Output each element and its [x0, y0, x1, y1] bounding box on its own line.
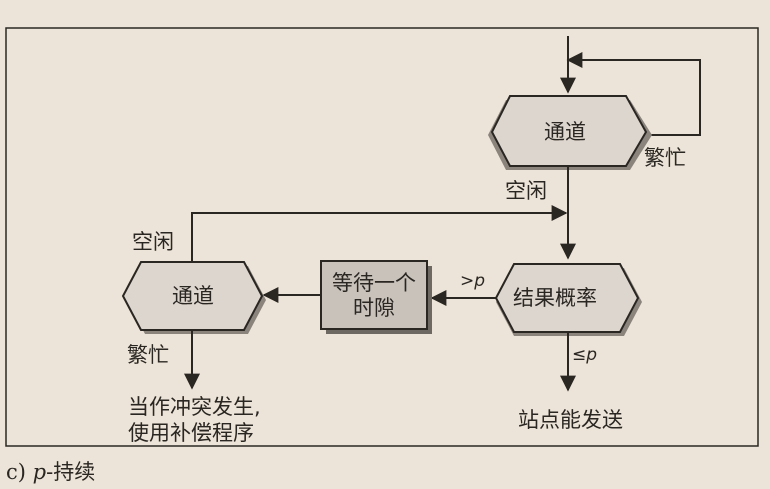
idle-top-label: 空闲 — [505, 179, 547, 203]
gt-p-label: >p — [460, 271, 486, 291]
diagram-frame — [5, 27, 759, 447]
caption-variable: p — [32, 460, 47, 484]
busy-left-label: 繁忙 — [127, 343, 169, 367]
collision-line2: 使用补偿程序 — [128, 421, 254, 445]
channel-left-label: 通道 — [172, 284, 214, 308]
idle-left-label: 空闲 — [132, 230, 174, 254]
busy-top-label: 繁忙 — [644, 146, 686, 170]
wait-slot-box — [320, 260, 428, 330]
idle-left-return — [191, 212, 566, 270]
le-p-label: ≤p — [572, 345, 598, 365]
channel-top-hexagon — [490, 95, 648, 167]
caption-prefix: c) — [6, 460, 26, 484]
wait-slot-line2: 时隙 — [353, 296, 395, 320]
busy-loop-arrow — [566, 52, 701, 136]
channel-top-label: 通道 — [544, 120, 586, 144]
collision-line1: 当作冲突发生, — [128, 395, 261, 419]
caption-suffix: -持续 — [46, 460, 96, 484]
station-send-label: 站点能发送 — [518, 408, 623, 432]
channel-left-hexagon — [121, 261, 264, 331]
figure-caption: c) p-持续 — [6, 456, 95, 486]
result-prob-label: 结果概率 — [513, 286, 597, 310]
wait-slot-line1: 等待一个 — [332, 271, 416, 295]
